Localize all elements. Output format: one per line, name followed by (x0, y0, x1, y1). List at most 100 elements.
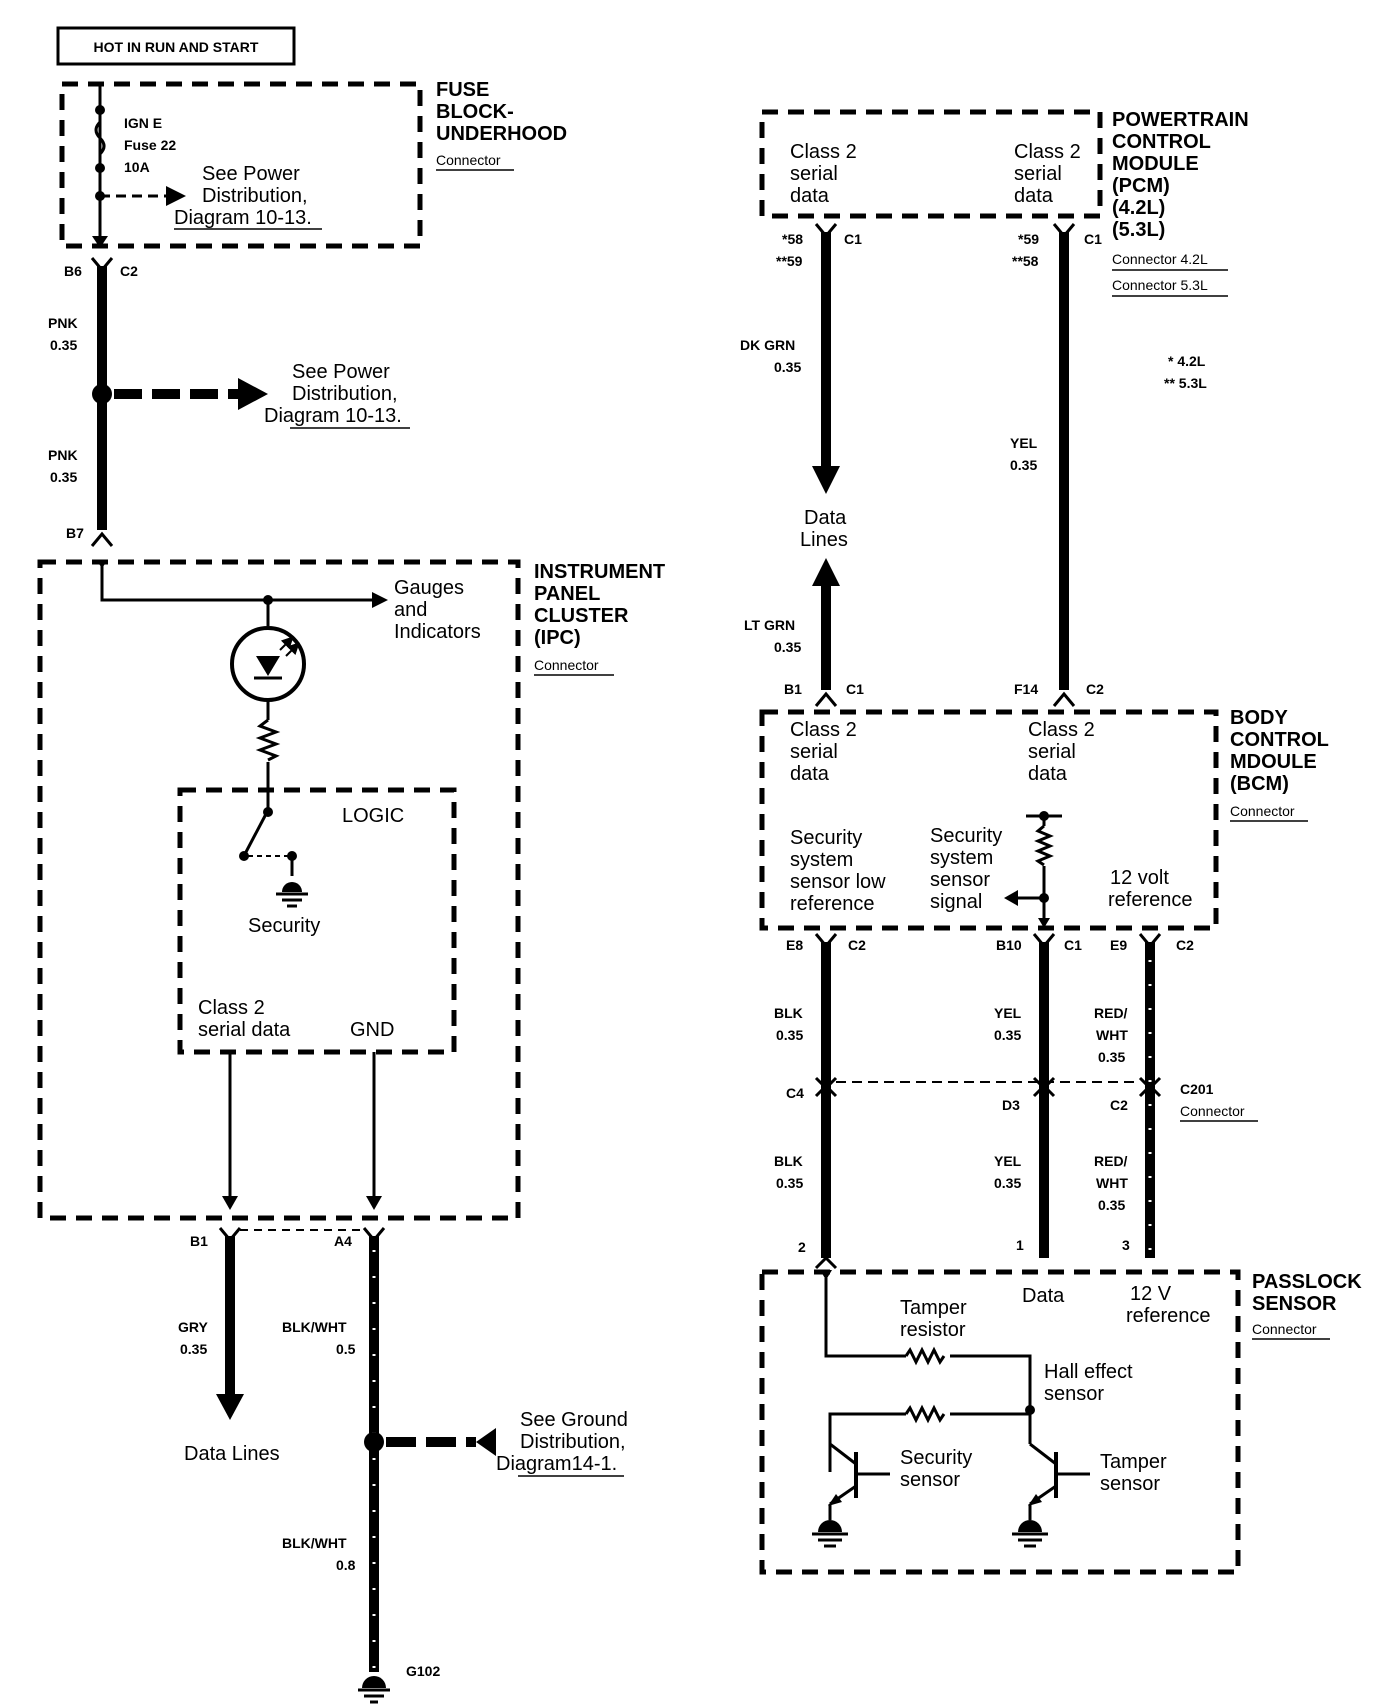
svg-text:serial data: serial data (198, 1019, 291, 1041)
svg-text:Tamper: Tamper (1100, 1451, 1167, 1473)
svg-text:Distribution,: Distribution, (520, 1431, 626, 1453)
passlock-title: PASSLOCK SENSOR Connector (1252, 1271, 1362, 1340)
bcm-box (759, 709, 1219, 931)
svg-text:0.35: 0.35 (994, 1175, 1021, 1191)
svg-text:Class 2: Class 2 (790, 141, 857, 163)
security-switch-icon (244, 813, 268, 853)
fuse-icon (94, 120, 106, 156)
svg-text:Diagram 10-13.: Diagram 10-13. (174, 207, 312, 229)
pcm-title: POWERTRAIN CONTROL MODULE (PCM) (4.2L) (… (1112, 109, 1249, 297)
svg-text:PASSLOCK: PASSLOCK (1252, 1271, 1362, 1293)
power-ref-2: See Power Distribution, Diagram 10-13. (264, 361, 410, 429)
svg-text:Tamper: Tamper (900, 1297, 967, 1319)
svg-text:* 4.2L: * 4.2L (1168, 353, 1206, 369)
svg-text:Distribution,: Distribution, (292, 383, 398, 405)
svg-text:INSTRUMENT: INSTRUMENT (534, 561, 665, 583)
pnk-label-1: PNK 0.35 (48, 315, 78, 353)
svg-text:serial: serial (1028, 741, 1076, 763)
passlock-pin-1: 1 (1016, 1237, 1024, 1253)
svg-text:10A: 10A (124, 159, 150, 175)
svg-text:YEL: YEL (994, 1153, 1022, 1169)
pcm-pins-left: *58 **59 C1 (776, 231, 862, 269)
svg-text:reference: reference (1108, 889, 1193, 911)
fuse-label: IGN E Fuse 22 10A (124, 115, 176, 175)
svg-text:Connector: Connector (1230, 803, 1295, 819)
g102-label: G102 (406, 1663, 440, 1679)
svg-text:RED/: RED/ (1094, 1005, 1128, 1021)
svg-text:WHT: WHT (1096, 1027, 1128, 1043)
svg-text:Hall effect: Hall effect (1044, 1361, 1133, 1383)
svg-text:Fuse 22: Fuse 22 (124, 137, 176, 153)
svg-text:Gauges: Gauges (394, 577, 464, 599)
svg-text:C201: C201 (1180, 1081, 1214, 1097)
svg-text:CLUSTER: CLUSTER (534, 605, 629, 627)
ground-ref: See Ground Distribution, Diagram14-1. (496, 1409, 628, 1477)
pin-c4: C4 (786, 1085, 804, 1101)
passlock-box (759, 1269, 1241, 1575)
svg-text:BODY: BODY (1230, 707, 1288, 729)
svg-text:Connector: Connector (1252, 1321, 1317, 1337)
security-sensor-label: Security sensor (900, 1447, 972, 1491)
svg-text:(5.3L): (5.3L) (1112, 219, 1165, 241)
red-wht-label-2: RED/ WHT 0.35 (1094, 1153, 1128, 1213)
bcm-title: BODY CONTROL MDOULE (BCM) Connector (1230, 707, 1329, 822)
svg-text:0.35: 0.35 (774, 639, 801, 655)
svg-text:sensor: sensor (1100, 1473, 1160, 1495)
svg-text:data: data (790, 185, 830, 207)
svg-text:**58: **58 (1012, 253, 1039, 269)
svg-text:Class 2: Class 2 (1028, 719, 1095, 741)
svg-text:Connector: Connector (534, 657, 599, 673)
svg-text:0.35: 0.35 (1098, 1197, 1125, 1213)
fuse-block-title: FUSE BLOCK- UNDERHOOD Connector (436, 79, 567, 171)
bcm-ref12: 12 volt reference (1108, 867, 1193, 911)
svg-text:FUSE: FUSE (436, 79, 489, 101)
svg-text:serial: serial (1014, 163, 1062, 185)
pcm-class2-right: Class 2 serial data (1014, 141, 1081, 207)
svg-text:Security: Security (900, 1447, 972, 1469)
svg-text:0.35: 0.35 (774, 359, 801, 375)
g102-ground-icon (358, 1676, 390, 1704)
svg-text:BLK: BLK (774, 1153, 803, 1169)
indicator-lamp-icon (230, 626, 306, 702)
pin-c2-mid: C2 (1110, 1097, 1128, 1113)
pcm-box (759, 109, 1103, 219)
logic-box (177, 787, 457, 1055)
svg-text:HOT IN RUN AND START: HOT IN RUN AND START (94, 39, 259, 55)
svg-text:See Ground: See Ground (520, 1409, 628, 1431)
passlock-data-label: Data (1022, 1285, 1065, 1307)
svg-text:See Power: See Power (292, 361, 390, 383)
bcm-class2-left: Class 2 serial data (790, 719, 857, 785)
svg-text:reference: reference (1126, 1305, 1211, 1327)
power-ref-arrow (238, 378, 268, 410)
svg-text:Diagram14-1.: Diagram14-1. (496, 1453, 617, 1475)
svg-text:0.35: 0.35 (1010, 457, 1037, 473)
fuse-power-ref: See Power Distribution, Diagram 10-13. (174, 163, 322, 230)
svg-text:MDOULE: MDOULE (1230, 751, 1317, 773)
svg-text:BLK/WHT: BLK/WHT (282, 1319, 347, 1335)
svg-text:GRY: GRY (178, 1319, 208, 1335)
tamper-sensor-transistor-icon (1012, 1442, 1090, 1548)
red-wht-label-1: RED/ WHT 0.35 (1094, 1005, 1128, 1065)
pin-a4-ipc: A4 (334, 1233, 352, 1249)
svg-text:YEL: YEL (994, 1005, 1022, 1021)
svg-text:Security: Security (790, 827, 862, 849)
svg-text:Diagram 10-13.: Diagram 10-13. (264, 405, 402, 427)
bcm-pin-c1a: C1 (846, 681, 864, 697)
ipc-title: INSTRUMENT PANEL CLUSTER (IPC) Connector (534, 561, 665, 676)
svg-text:CONTROL: CONTROL (1230, 729, 1329, 751)
svg-text:data: data (1028, 763, 1068, 785)
svg-text:**59: **59 (776, 253, 803, 269)
yel-pcm-label: YEL 0.35 (1010, 435, 1038, 473)
svg-text:serial: serial (790, 741, 838, 763)
svg-text:PNK: PNK (48, 315, 78, 331)
pcm-pins-right: *59 **58 C1 (1012, 231, 1102, 269)
svg-text:reference: reference (790, 893, 875, 915)
tamper-sensor-label: Tamper sensor (1100, 1451, 1167, 1495)
bcm-pin-c1b: C1 (1064, 937, 1082, 953)
svg-text:WHT: WHT (1096, 1175, 1128, 1191)
svg-text:DK GRN: DK GRN (740, 337, 795, 353)
svg-text:system: system (790, 849, 853, 871)
blk-label-1: BLK 0.35 (774, 1005, 803, 1043)
svg-text:CONTROL: CONTROL (1112, 131, 1211, 153)
c201-label: C201 Connector (1180, 1081, 1258, 1122)
